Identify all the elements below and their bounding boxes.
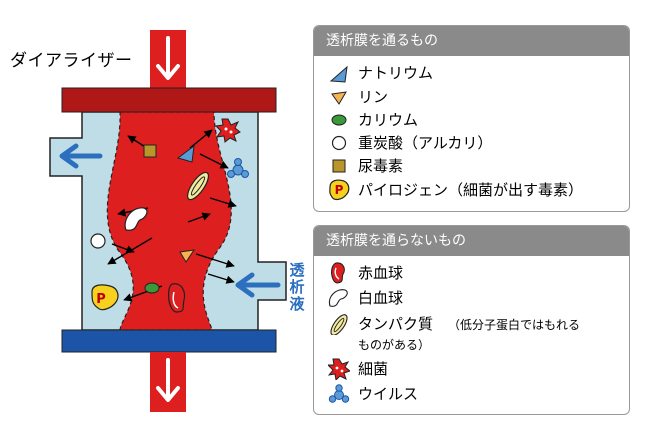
legend-label: 赤血球 [358, 264, 404, 282]
legend-label: 重炭酸（アルカリ） [358, 134, 493, 152]
legend-label: 尿毒素 [358, 157, 404, 175]
virus-icon [328, 384, 350, 403]
ellipse-green-icon [331, 114, 347, 126]
legend-block-heading: 透析膜を通らないもの [314, 226, 629, 256]
legend-pass-item-phosphorus: リン [314, 86, 629, 108]
legend-label: リン [358, 88, 389, 106]
legend-label: カリウム [358, 111, 419, 129]
protein-note-line2: ものがある） [358, 338, 431, 352]
svg-text:P: P [96, 292, 106, 307]
legend-pass-panel: 透析膜を通るもの ナトリウム リン カリウム 重炭酸（アルカリ） 尿毒素 P パ… [313, 25, 630, 212]
legend-label: 白血球 [358, 289, 404, 307]
legend-label: ナトリウム [358, 64, 434, 82]
legend-label: 細菌 [358, 360, 389, 378]
bottom-header-cap [61, 329, 277, 353]
outflow-arrow-icon [156, 358, 180, 402]
dialysate-label: 透析液 [289, 261, 305, 313]
legend-block-item-wbc: 白血球 [314, 287, 629, 309]
legend-block-item-virus: ウイルス [314, 383, 629, 405]
virus-particle [227, 158, 249, 178]
top-header-cap [61, 87, 277, 113]
protein-particle [186, 171, 210, 201]
legend-block-item-rbc: 赤血球 [314, 262, 629, 284]
legend-block-item-bacteria: 細菌 [314, 358, 629, 380]
square-olive-icon [332, 159, 346, 173]
legend-pass-item-bicarbonate: 重炭酸（アルカリ） [314, 132, 629, 154]
phosphorus-particle [179, 249, 196, 263]
legend-label: タンパク質 [358, 315, 434, 333]
legend-pass-item-pyrogen: P パイロジェン（細菌が出す毒素） [314, 179, 629, 201]
legend-block-panel: 透析膜を通らないもの 赤血球 白血球 タンパク質 （低分子蛋白ではもれる ものが… [313, 225, 630, 415]
legend-label: ウイルス [358, 385, 419, 403]
inflow-arrow-icon [156, 36, 180, 80]
protein-note-line1: （低分子蛋白ではもれる [448, 318, 581, 332]
triangle-orange-icon [331, 91, 347, 105]
circle-white-icon [331, 135, 347, 151]
dialysate-out-arrow-icon [59, 143, 103, 169]
potassium-particle [144, 282, 160, 294]
triangle-blue-icon [329, 65, 348, 83]
red-blood-cell-particle [167, 283, 186, 313]
legend-pass-heading: 透析膜を通るもの [314, 26, 629, 56]
sodium-particle [176, 144, 195, 163]
dialyzer-diagram: P [49, 30, 287, 412]
uremic-toxin-particle [143, 144, 157, 158]
legend-pass-item-sodium: ナトリウム [314, 62, 629, 84]
dialyzer-title: ダイアライザー [10, 51, 133, 71]
legend-pass-item-uremic-toxin: 尿毒素 [314, 155, 629, 177]
legend-pass-item-potassium: カリウム [314, 109, 629, 131]
legend-label: パイロジェン（細菌が出す毒素） [358, 181, 584, 199]
bacteria-particle [214, 118, 241, 143]
bacteria-icon [328, 358, 350, 380]
red-blood-cell-icon [331, 262, 345, 284]
legend-block-item-protein: タンパク質 （低分子蛋白ではもれる [314, 313, 629, 335]
bicarbonate-particle [90, 233, 106, 249]
white-blood-cell-icon [328, 289, 348, 307]
protein-icon [330, 314, 348, 335]
pyrogen-particle: P [91, 284, 119, 311]
svg-text:P: P [335, 183, 344, 197]
p-toxin-icon: P [329, 179, 350, 201]
white-blood-cell-particle [124, 207, 148, 231]
dialysate-in-arrow-icon [235, 272, 281, 298]
